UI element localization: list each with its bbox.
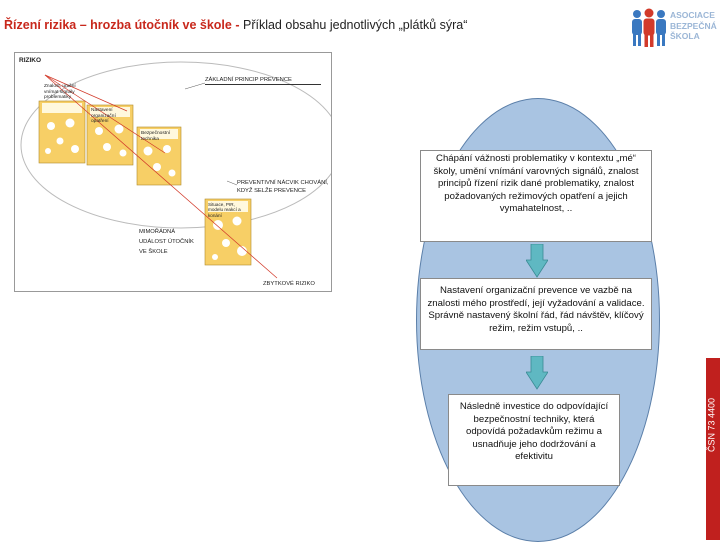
cheese-card-1 — [39, 101, 85, 163]
slide-title: Řízení rizika – hrozba útočník ve škole … — [4, 18, 467, 32]
logo-line-1: ASOCIACE — [670, 10, 717, 21]
label-mimoradna-udalost: MIMOŘÁDNÁ UDÁLOST ÚTOČNÍK VE ŠKOLE — [139, 227, 203, 257]
card-1-label: Znalost, umění vnímat signály problemati… — [44, 84, 88, 101]
box-awareness: Chápání vážnosti problematiky v kontextu… — [420, 150, 652, 242]
logo-text: ASOCIACE BEZPEČNÁ ŠKOLA — [670, 10, 717, 42]
box-technology: Následně investice do odpovídající bezpe… — [448, 394, 620, 486]
logo-line-2: BEZPEČNÁ — [670, 21, 717, 32]
label-riziko: RIZIKO — [19, 57, 41, 64]
arrow-down-icon — [526, 244, 548, 278]
arrow-down-icon — [526, 356, 548, 390]
title-part-1: Řízení rizika – hrozba útočník ve škole … — [4, 18, 240, 32]
label-zakladni-princip: ZÁKLADNÍ PRINCIP PREVENCE — [205, 77, 321, 85]
box-organization: Nastavení organizační prevence ve vazbě … — [420, 278, 652, 350]
logo-line-3: ŠKOLA — [670, 31, 717, 42]
card-3-label: Bezpečnostní technika — [141, 131, 177, 142]
label-zbytkove-riziko: ZBYTKOVÉ RIZIKO — [263, 281, 315, 288]
card-4-label: Situace, PIR, modelu reakcí a konání — [208, 202, 250, 218]
label-preventivni-nacvik: PREVENTIVNÍ NÁCVIK CHOVÁNÍ, KDYŽ SELŽE P… — [237, 179, 329, 195]
card-2-label: Nastavení organizační opatření — [91, 108, 129, 125]
swiss-cheese-diagram: RIZIKO Znalost, umění vnímat signály pro… — [14, 52, 332, 292]
title-part-2: Příklad obsahu jednotlivých „plátků sýra… — [243, 18, 467, 32]
side-bar-label: ČSN 73 4400 — [707, 398, 720, 453]
